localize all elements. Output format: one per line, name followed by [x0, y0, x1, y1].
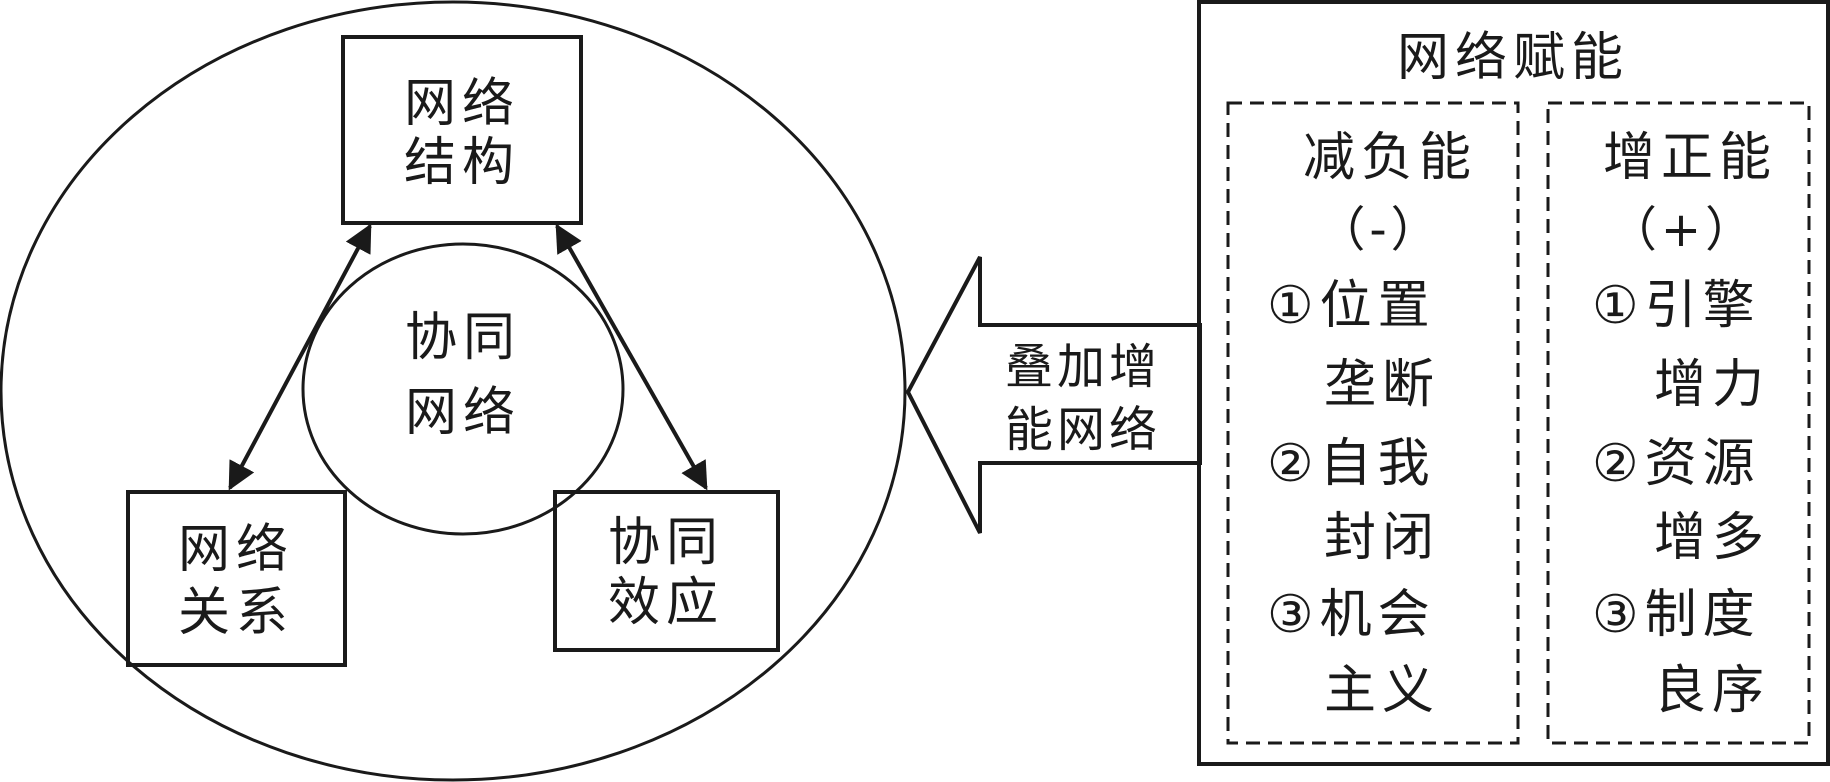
structure-relation-arrow	[228, 223, 372, 491]
plus-item-3: ③制度	[1592, 585, 1761, 645]
minus-item-1: ①位置	[1267, 276, 1436, 336]
synergy-network-line2: 网络	[405, 383, 521, 443]
plus-item-1: ①引擎	[1592, 276, 1761, 336]
outer-ellipse	[0, 0, 907, 782]
synergy-effect-line2: 效应	[608, 573, 724, 633]
minus-item-1-cont: 垄断	[1324, 355, 1440, 415]
network-empowerment-panel: 网络赋能 减负能 （-） ①位置 垄断 ②自我 封闭 ③机会 主义 增正能 （+…	[1197, 0, 1830, 766]
arrow-label-line2: 能网络	[1005, 402, 1161, 458]
network-relation-box: 网络 关系	[126, 490, 347, 667]
minus-item-2-cont: 封闭	[1324, 508, 1440, 568]
minus-energy-column: 减负能 （-） ①位置 垄断 ②自我 封闭 ③机会 主义	[1226, 101, 1520, 745]
network-structure-line2: 结构	[404, 133, 520, 193]
empowerment-title: 网络赋能	[1397, 28, 1629, 88]
arrow-label-line1: 叠加增	[1005, 339, 1161, 395]
synergy-effect-line1: 协同	[608, 513, 724, 573]
network-relation-line1: 网络	[178, 520, 294, 580]
minus-item-2: ②自我	[1267, 434, 1436, 494]
network-relation-line2: 关系	[178, 583, 294, 643]
minus-heading: 减负能	[1303, 128, 1477, 188]
synergy-effect-box: 协同 效应	[553, 490, 780, 652]
plus-item-3-cont: 良序	[1654, 661, 1770, 721]
synergy-network-line1: 协同	[405, 308, 521, 368]
plus-item-1-cont: 增力	[1654, 355, 1770, 415]
network-structure-line1: 网络	[404, 74, 520, 134]
minus-item-3-cont: 主义	[1324, 661, 1440, 721]
plus-sign: （+）	[1609, 202, 1757, 258]
minus-item-3: ③机会	[1267, 585, 1436, 645]
structure-synergy-arrow	[555, 223, 708, 491]
minus-sign: （-）	[1317, 202, 1442, 258]
network-structure-box: 网络 结构	[341, 35, 583, 225]
plus-item-2: ②资源	[1592, 434, 1761, 494]
plus-energy-column: 增正能 （+） ①引擎 增力 ②资源 增多 ③制度 良序	[1546, 101, 1811, 745]
superposition-arrow: 叠加增 能网络	[905, 256, 1202, 534]
plus-item-2-cont: 增多	[1654, 508, 1770, 568]
plus-heading: 增正能	[1603, 128, 1777, 188]
